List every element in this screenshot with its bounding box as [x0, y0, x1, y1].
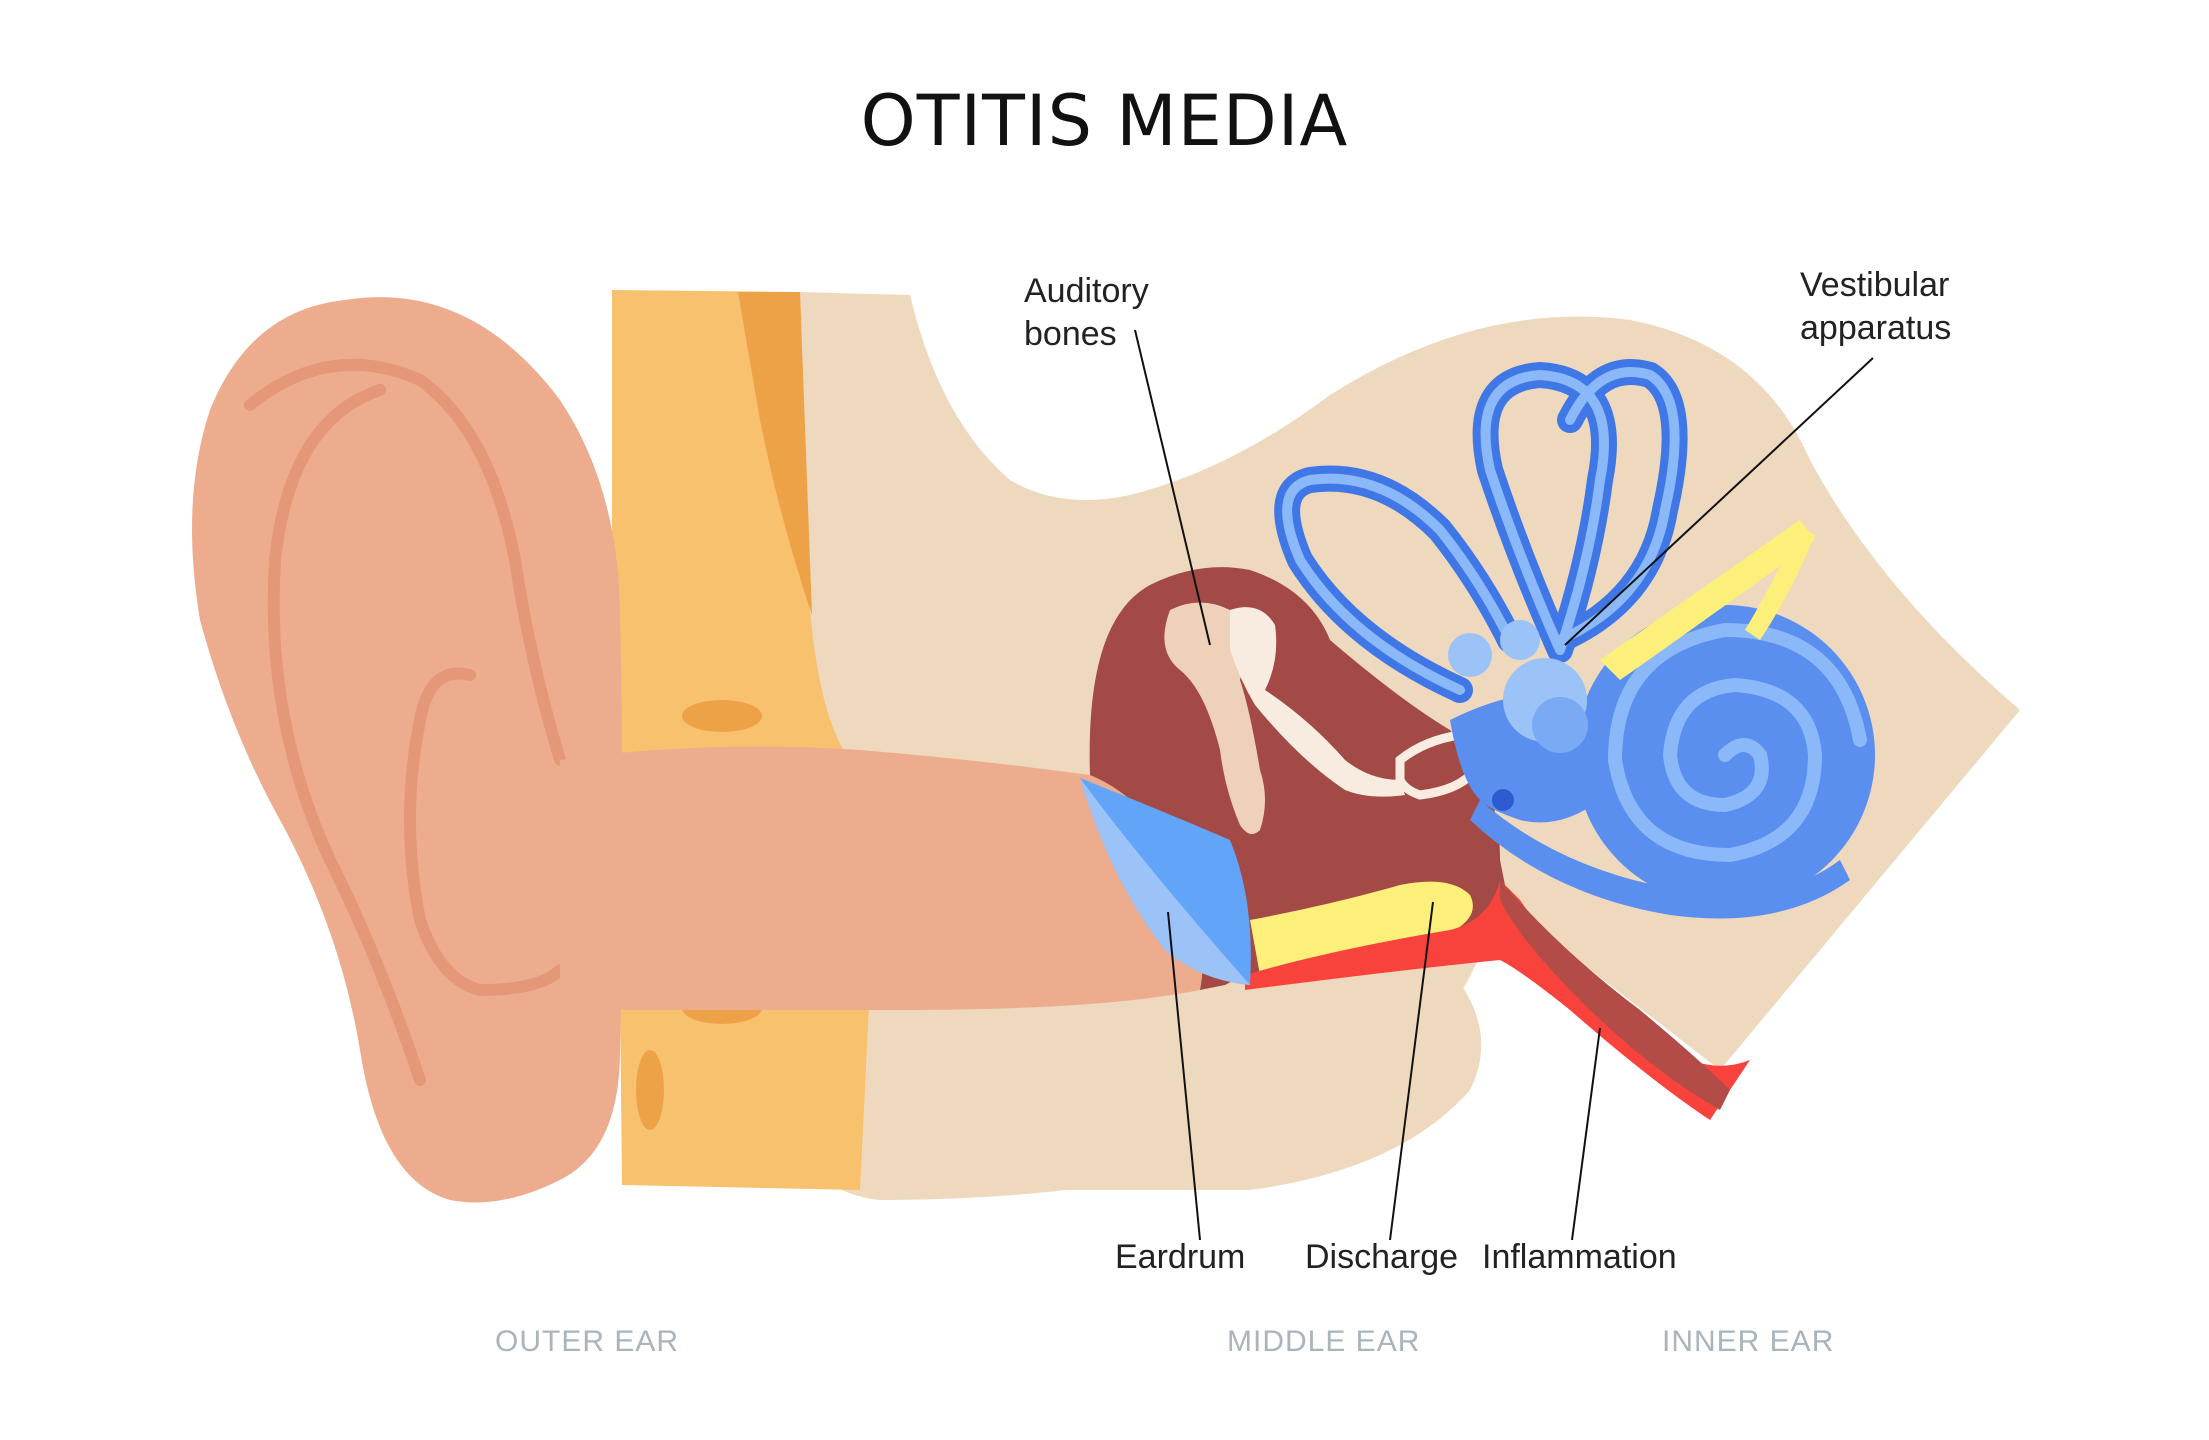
label-vestibular-apparatus-line2: apparatus: [1800, 309, 1952, 347]
region-inner-ear: INNER EAR: [1662, 1325, 1835, 1358]
label-auditory-bones: Auditory bones: [1024, 270, 1149, 356]
lower-cartilage: [620, 985, 870, 1190]
vestibule: [1532, 697, 1588, 753]
label-auditory-bones-line2: bones: [1024, 315, 1117, 353]
label-eardrum: Eardrum: [1115, 1238, 1246, 1276]
cartilage-spot: [682, 700, 762, 732]
discharge-fluid: [1250, 881, 1473, 975]
label-inflammation: Inflammation: [1482, 1238, 1677, 1276]
page-title: OTITIS MEDIA: [860, 80, 1349, 162]
semicircular-canals-inner: [1282, 367, 1680, 695]
upper-cartilage-shade: [738, 292, 812, 615]
ear-canal: [560, 746, 1203, 1010]
label-vestibular-apparatus-line1: Vestibular: [1800, 266, 1950, 304]
ampulla: [1448, 633, 1492, 677]
cochlea-tube: [1470, 800, 1850, 919]
vestibular-apparatus-leader: [1564, 357, 1874, 646]
pinna-fold: [244, 358, 566, 766]
auditory-nerve: [1600, 520, 1815, 680]
eustachian-tube: [1500, 880, 1730, 1110]
cartilage-spot: [636, 1050, 664, 1130]
incus-bone: [1230, 607, 1405, 797]
eardrum: [1080, 778, 1251, 985]
region-middle-ear: MIDDLE EAR: [1227, 1325, 1421, 1358]
lower-canal-bone: [850, 968, 1482, 1190]
eardrum-highlight: [1080, 778, 1250, 985]
pinna-fold: [404, 667, 566, 997]
round-window: [1492, 789, 1514, 811]
discharge-leader: [1389, 901, 1434, 1241]
pinna: [192, 297, 623, 1203]
pinna-fold: [267, 384, 426, 1086]
leader-lines: [1134, 329, 1874, 1241]
region-outer-ear: OUTER EAR: [495, 1325, 680, 1358]
inflammation-leader: [1571, 1027, 1601, 1241]
label-vestibular-apparatus: Vestibular apparatus: [1800, 264, 1951, 350]
label-discharge: Discharge: [1305, 1238, 1459, 1276]
ampulla: [1500, 620, 1540, 660]
label-auditory-bones-line1: Auditory: [1024, 272, 1149, 310]
auditory-nerve: [1745, 525, 1815, 640]
auditory-bones-leader: [1134, 329, 1211, 646]
eardrum-leader: [1167, 911, 1201, 1241]
cochlea-spiral: [1607, 622, 1867, 863]
